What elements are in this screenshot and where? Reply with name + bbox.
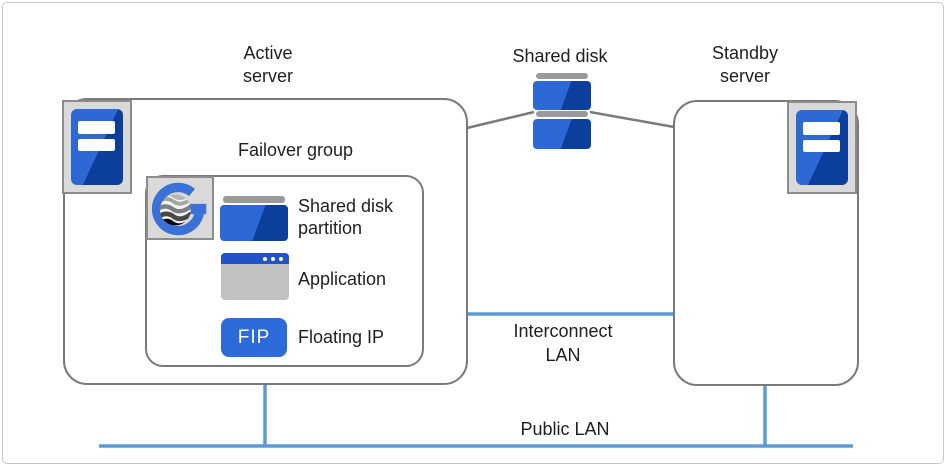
application-icon: [221, 253, 289, 300]
active-server-icon: [62, 100, 132, 194]
public-lan-label: Public LAN: [520, 419, 610, 439]
standby-server-icon: [787, 101, 857, 194]
shared-disk-partition-label: Shared disk partition: [298, 196, 394, 238]
active-server-label: Active server: [242, 43, 293, 86]
disk-link-left-line: [466, 110, 535, 130]
interconnect-lan-label: Interconnect LAN: [513, 321, 613, 365]
standby-server-label: Standby server: [711, 43, 779, 86]
server-tower-icon: [71, 109, 123, 185]
floating-ip-badge: FIP: [221, 318, 287, 357]
floating-ip-label: Floating IP: [298, 327, 385, 347]
shared-disk-label: Shared disk: [512, 46, 608, 66]
failover-group-title: Failover group: [238, 140, 354, 160]
application-label: Application: [298, 269, 387, 289]
disk-link-right-line: [589, 110, 675, 129]
server-tower-icon: [796, 110, 848, 185]
cluster-logo-icon: [146, 176, 214, 240]
